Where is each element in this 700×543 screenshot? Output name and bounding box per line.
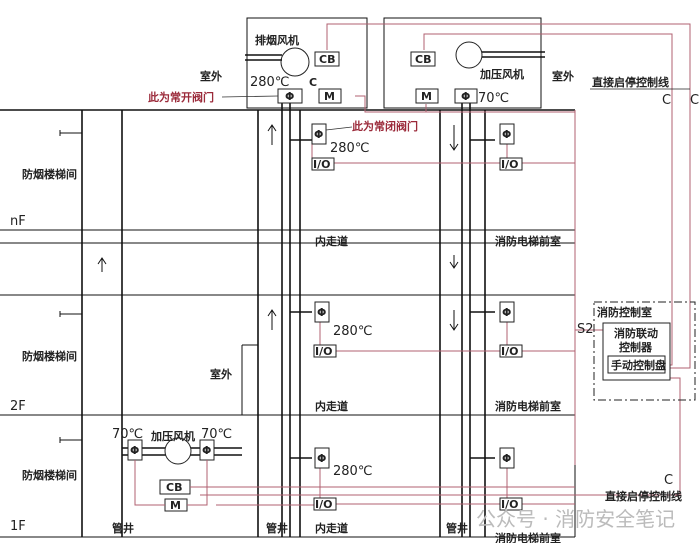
svg-text:Φ: Φ	[130, 444, 139, 457]
outdoor-label-right: 室外	[552, 69, 574, 83]
signal-lines	[200, 23, 691, 506]
shaft-label-3: 管井	[446, 521, 468, 535]
lobby-label-nf: 消防电梯前室	[495, 234, 561, 248]
svg-text:M: M	[421, 90, 432, 103]
note-normally-closed: 此为常闭阀门	[352, 119, 418, 133]
direct-control-line-label-top: 直接启停控制线	[592, 75, 669, 89]
shaft-label-1: 管井	[112, 521, 134, 535]
lobby-label-1f: 消防电梯前室	[495, 531, 561, 543]
svg-text:Φ: Φ	[502, 128, 511, 141]
corridor-label-nf: 内走道	[315, 234, 348, 248]
temp-exhaust-roof: 280℃	[250, 75, 289, 90]
cb-box-exhaust	[314, 51, 340, 67]
svg-text:I/O: I/O	[501, 345, 518, 358]
svg-text:Φ: Φ	[461, 90, 470, 103]
corridor-label-2f: 内走道	[315, 399, 348, 413]
damper-pressure-roof	[454, 88, 478, 104]
svg-text:I/O: I/O	[315, 345, 332, 358]
stair-label-2f: 防烟楼梯间	[22, 349, 77, 363]
floor-label-1f: 1F	[10, 519, 26, 534]
direct-control-line-label-bottom: 直接启停控制线	[605, 489, 682, 503]
exhaust-fan-label: 排烟风机	[255, 33, 299, 47]
svg-text:M: M	[170, 499, 181, 512]
svg-text:Φ: Φ	[317, 452, 326, 465]
s2-label: S2	[577, 322, 594, 337]
svg-text:M: M	[324, 90, 335, 103]
temp-1f: 280℃	[333, 464, 372, 479]
ducts	[281, 100, 495, 537]
floor-lines	[0, 109, 575, 538]
svg-text:I/O: I/O	[315, 498, 332, 511]
lobby-label-2f: 消防电梯前室	[495, 399, 561, 413]
svg-text:I/O: I/O	[501, 498, 518, 511]
svg-text:Φ: Φ	[314, 128, 323, 141]
c-label-bottom: C	[664, 473, 673, 488]
corridor-label-1f: 内走道	[315, 521, 348, 535]
c-label-2: C	[690, 93, 699, 108]
svg-text:Φ: Φ	[502, 306, 511, 319]
floor-label-2f: 2F	[10, 399, 26, 414]
cb-box-pressure	[410, 51, 436, 67]
svg-text:CB: CB	[319, 53, 335, 66]
control-room-title: 消防控制室	[597, 305, 652, 319]
motor-box-exhaust	[318, 88, 342, 104]
svg-text:Φ: Φ	[502, 452, 511, 465]
c-label-1: C	[662, 93, 671, 108]
motor-box-pressure	[415, 88, 439, 104]
svg-text:I/O: I/O	[313, 158, 330, 171]
exhaust-fan-icon	[280, 47, 310, 77]
svg-text:Φ: Φ	[317, 306, 326, 319]
stair-inlets	[59, 130, 82, 443]
controller-label-1: 消防联动	[614, 326, 658, 340]
temp-2f: 280℃	[333, 324, 372, 339]
temp-1f-left: 70℃	[112, 427, 143, 442]
components: CB M Φ C CB M Φ Φ I/O Φ I/O Φ I/O Φ I/O …	[122, 51, 575, 512]
pressure-fan-label-1f: 加压风机	[150, 429, 195, 443]
fire-control-room	[593, 301, 696, 401]
roof-rooms	[245, 17, 545, 109]
svg-text:Φ: Φ	[202, 444, 211, 457]
stair-label-1f: 防烟楼梯间	[22, 468, 77, 482]
svg-text:CB: CB	[415, 53, 431, 66]
airflow-arrows	[97, 124, 459, 331]
shaft-label-2: 管井	[266, 521, 288, 535]
temp-pressure-roof: 70℃	[478, 91, 509, 106]
manual-panel-label: 手动控制盘	[611, 358, 666, 372]
note-normally-open: 此为常开阀门	[148, 90, 214, 104]
svg-text:CB: CB	[166, 481, 182, 494]
pressure-fan-icon	[455, 41, 483, 69]
svg-text:C: C	[309, 76, 317, 89]
svg-text:I/O: I/O	[501, 158, 518, 171]
controller-label-2: 控制器	[619, 340, 653, 354]
pressure-fan-label-roof: 加压风机	[479, 67, 524, 81]
watermark: 公众号 · 消防安全笔记	[476, 507, 675, 531]
temp-nf: 280℃	[330, 141, 369, 156]
stair-label-nf: 防烟楼梯间	[22, 167, 77, 181]
outdoor-label-2f: 室外	[210, 367, 232, 381]
temp-1f-right: 70℃	[201, 427, 232, 442]
floor-label-nf: nF	[10, 214, 26, 229]
outdoor-label-left: 室外	[200, 69, 222, 83]
svg-text:Φ: Φ	[285, 90, 294, 103]
